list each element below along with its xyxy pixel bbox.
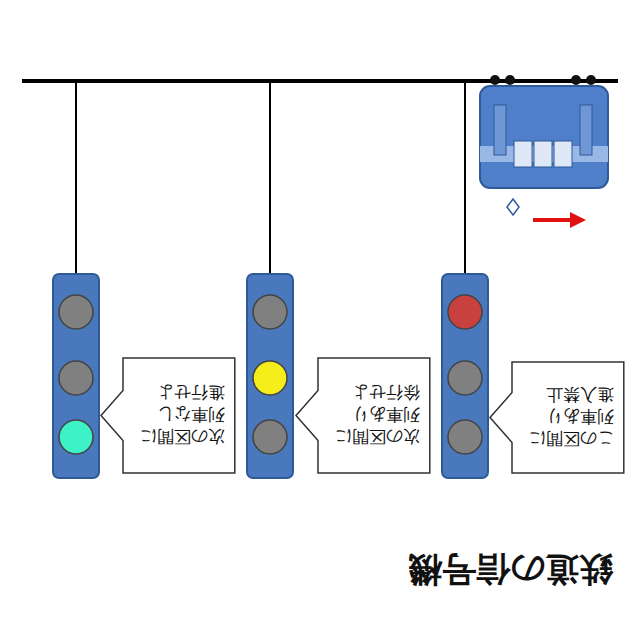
- signal-left: [53, 274, 99, 478]
- overhead-rail: [22, 79, 618, 83]
- callout-text: この区間に 列車あり 進入禁止: [522, 384, 614, 450]
- diagram-title: 鉄道の信号機: [408, 546, 613, 592]
- signal-right: [442, 274, 488, 478]
- signal-wires: [76, 81, 465, 274]
- callout-box: 次の区間に 列車なし 進行せよ: [101, 358, 235, 473]
- callout-text: 次の区間に 列車あり 徐行せよ: [328, 382, 420, 448]
- callout-box: 次の区間に 列車あり 徐行せよ: [296, 358, 430, 473]
- signal-middle: [247, 274, 293, 478]
- train: [480, 75, 608, 228]
- callout-text: 次の区間に 列車なし 進行せよ: [133, 382, 225, 448]
- callout-box: この区間に 列車あり 進入禁止: [490, 362, 624, 473]
